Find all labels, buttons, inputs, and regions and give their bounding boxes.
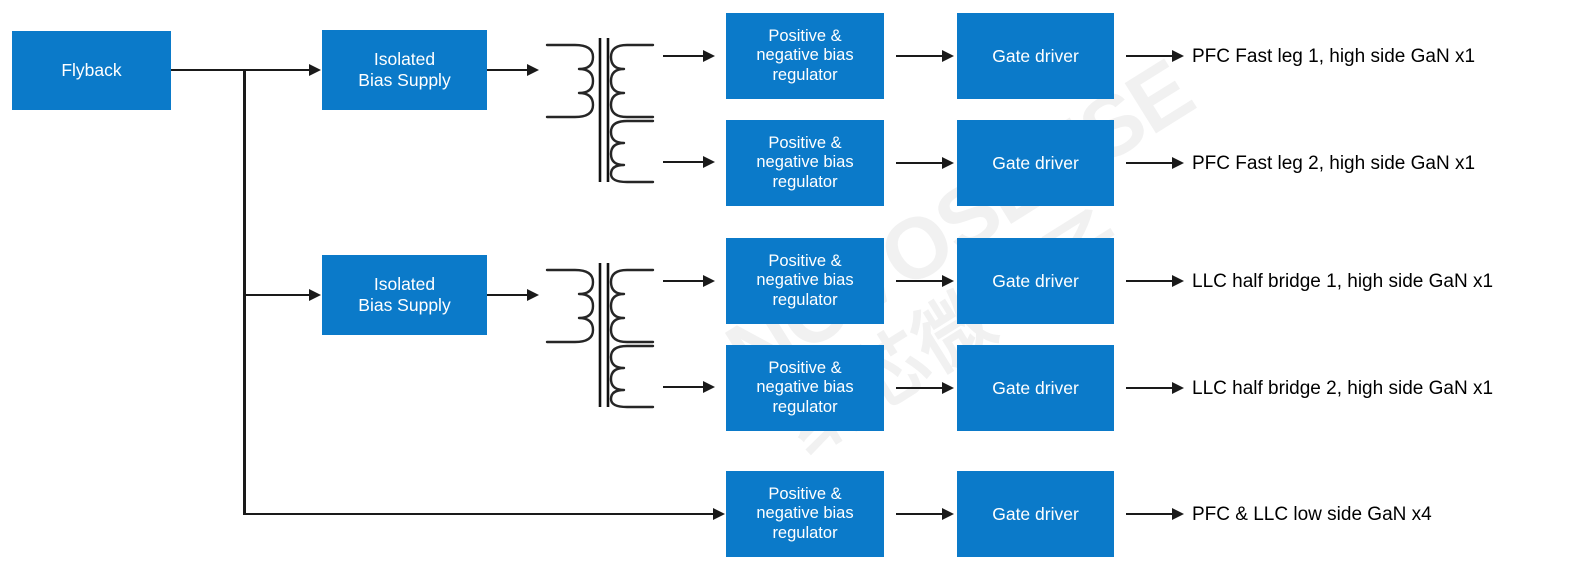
arrow-supply-2-to-transformer-2 bbox=[527, 288, 539, 301]
output-label-row-1: PFC Fast leg 1, high side GaN x1 bbox=[1192, 46, 1476, 67]
bias-regulator-row-5[interactable]: Positive & negative bias regulator bbox=[726, 471, 884, 557]
supply-2-to-transformer-2-line bbox=[487, 294, 529, 296]
bias-regulator-row-1[interactable]: Positive & negative bias regulator bbox=[726, 13, 884, 99]
gate-driver-row-4[interactable]: Gate driver bbox=[957, 345, 1114, 431]
output-label-row-3: LLC half bridge 1, high side GaN x1 bbox=[1192, 271, 1494, 292]
gate-driver-row-1-label: Gate driver bbox=[992, 45, 1079, 66]
regulator-4-to-driver-4-line bbox=[896, 387, 944, 389]
transformer-2-sec-1-line bbox=[663, 280, 705, 282]
flyback-output-line bbox=[171, 69, 311, 71]
flyback-block[interactable]: Flyback bbox=[12, 31, 171, 110]
arrow-transformer-2-sec-1-to-regulator-3 bbox=[703, 274, 715, 287]
arrow-flyback-to-supply-1 bbox=[309, 63, 321, 76]
supply-1-to-transformer-1-line bbox=[487, 69, 529, 71]
transformer-1 bbox=[545, 24, 655, 184]
bias-regulator-row-1-line2: negative bias bbox=[756, 46, 854, 65]
output-label-row-5: PFC & LLC low side GaN x4 bbox=[1192, 504, 1432, 525]
gate-driver-row-5[interactable]: Gate driver bbox=[957, 471, 1114, 557]
isolated-bias-supply-1-line2: Bias Supply bbox=[358, 70, 451, 90]
bias-regulator-row-4[interactable]: Positive & negative bias regulator bbox=[726, 345, 884, 431]
gate-driver-row-3[interactable]: Gate driver bbox=[957, 238, 1114, 324]
driver-3-output-line bbox=[1126, 280, 1174, 282]
bias-regulator-row-2-line2: negative bias bbox=[756, 153, 854, 172]
driver-1-output-line bbox=[1126, 55, 1174, 57]
bias-regulator-row-4-line2: negative bias bbox=[756, 378, 854, 397]
arrow-supply-1-to-transformer-1 bbox=[527, 63, 539, 76]
gate-driver-row-1[interactable]: Gate driver bbox=[957, 13, 1114, 99]
arrow-regulator-2-to-driver-2 bbox=[942, 156, 954, 169]
isolated-bias-supply-2-line2: Bias Supply bbox=[358, 295, 451, 315]
bias-regulator-row-3-line1: Positive & bbox=[768, 251, 842, 270]
arrow-transformer-2-sec-2-to-regulator-4 bbox=[703, 380, 715, 393]
driver-2-output-line bbox=[1126, 162, 1174, 164]
transformer-1-sec-2-line bbox=[663, 161, 705, 163]
bias-regulator-row-3-line3: regulator bbox=[772, 290, 838, 309]
gate-driver-row-2[interactable]: Gate driver bbox=[957, 120, 1114, 206]
arrow-trunk-to-supply-2 bbox=[309, 288, 321, 301]
arrow-driver-3-to-output-3 bbox=[1172, 274, 1184, 287]
isolated-bias-supply-1-line1: Isolated bbox=[373, 49, 436, 70]
distribution-trunk-line bbox=[243, 70, 246, 515]
regulator-2-to-driver-2-line bbox=[896, 162, 944, 164]
arrow-regulator-3-to-driver-3 bbox=[942, 274, 954, 287]
isolated-bias-supply-2-line1: Isolated bbox=[373, 274, 436, 295]
bias-regulator-row-5-line2: negative bias bbox=[756, 504, 854, 523]
output-label-row-2: PFC Fast leg 2, high side GaN x1 bbox=[1192, 153, 1476, 174]
output-label-row-4: LLC half bridge 2, high side GaN x1 bbox=[1192, 378, 1494, 399]
trunk-branch-line-regulator-5 bbox=[243, 513, 715, 515]
gate-driver-row-4-label: Gate driver bbox=[992, 377, 1079, 398]
gate-driver-row-5-label: Gate driver bbox=[992, 503, 1079, 524]
bias-regulator-row-2-line3: regulator bbox=[772, 172, 838, 191]
bias-regulator-row-4-line3: regulator bbox=[772, 397, 838, 416]
gate-driver-row-3-label: Gate driver bbox=[992, 270, 1079, 291]
arrow-transformer-1-sec-1-to-regulator-1 bbox=[703, 49, 715, 62]
driver-4-output-line bbox=[1126, 387, 1174, 389]
transformer-2-sec-2-line bbox=[663, 386, 705, 388]
bias-regulator-row-3[interactable]: Positive & negative bias regulator bbox=[726, 238, 884, 324]
bias-regulator-row-5-line3: regulator bbox=[772, 523, 838, 542]
bias-regulator-row-1-line3: regulator bbox=[772, 65, 838, 84]
bias-regulator-row-4-line1: Positive & bbox=[768, 358, 842, 377]
arrow-transformer-1-sec-2-to-regulator-2 bbox=[703, 155, 715, 168]
arrow-trunk-to-regulator-5 bbox=[713, 507, 725, 520]
bias-regulator-row-2[interactable]: Positive & negative bias regulator bbox=[726, 120, 884, 206]
arrow-driver-4-to-output-4 bbox=[1172, 381, 1184, 394]
arrow-regulator-1-to-driver-1 bbox=[942, 49, 954, 62]
regulator-3-to-driver-3-line bbox=[896, 280, 944, 282]
bias-regulator-row-5-line1: Positive & bbox=[768, 484, 842, 503]
bias-regulator-row-2-line1: Positive & bbox=[768, 133, 842, 152]
bias-regulator-row-1-line1: Positive & bbox=[768, 26, 842, 45]
isolated-bias-supply-1[interactable]: Isolated Bias Supply bbox=[322, 30, 487, 110]
flyback-label: Flyback bbox=[61, 60, 122, 81]
arrow-regulator-4-to-driver-4 bbox=[942, 381, 954, 394]
trunk-branch-line-supply-2 bbox=[243, 294, 311, 296]
bias-regulator-row-3-line2: negative bias bbox=[756, 271, 854, 290]
arrow-driver-5-to-output-5 bbox=[1172, 507, 1184, 520]
arrow-regulator-5-to-driver-5 bbox=[942, 507, 954, 520]
gate-driver-row-2-label: Gate driver bbox=[992, 152, 1079, 173]
transformer-2 bbox=[545, 249, 655, 409]
arrow-driver-1-to-output-1 bbox=[1172, 49, 1184, 62]
isolated-bias-supply-2[interactable]: Isolated Bias Supply bbox=[322, 255, 487, 335]
driver-5-output-line bbox=[1126, 513, 1174, 515]
regulator-1-to-driver-1-line bbox=[896, 55, 944, 57]
arrow-driver-2-to-output-2 bbox=[1172, 156, 1184, 169]
regulator-5-to-driver-5-line bbox=[896, 513, 944, 515]
transformer-1-sec-1-line bbox=[663, 55, 705, 57]
